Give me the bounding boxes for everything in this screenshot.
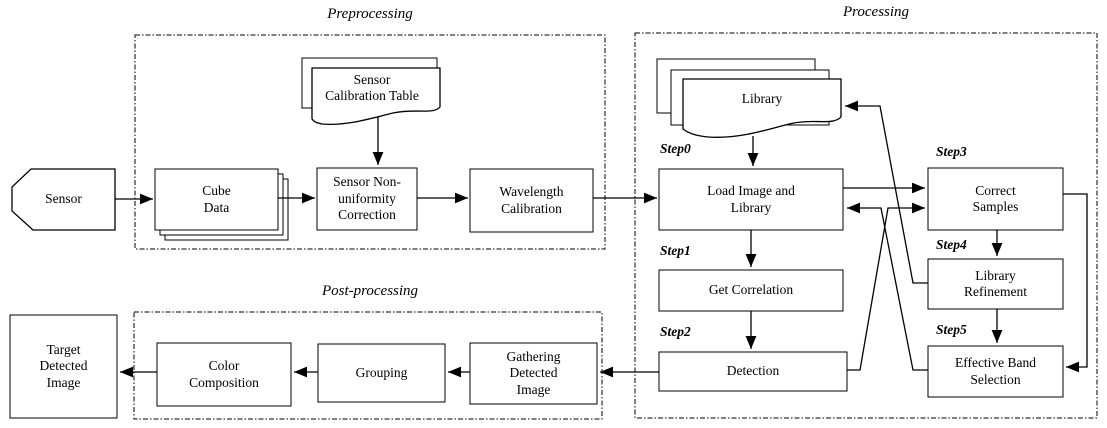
sensor-nonuniformity-correction-shape <box>316 167 418 231</box>
sensor-calibration-table-shape <box>301 57 441 125</box>
correct-samples-shape <box>927 167 1064 231</box>
step3-label: Step3 <box>936 144 967 159</box>
step2-label: Step2 <box>660 324 691 339</box>
color-composition-shape <box>156 342 292 407</box>
library-stack-shape <box>656 58 842 138</box>
edge-library-refinement-to-library <box>845 100 928 284</box>
grouping-shape <box>317 343 446 403</box>
postprocessing-title: Post-processing <box>321 283 419 299</box>
cube-data-stack-shape <box>154 168 289 241</box>
step0-label: Step0 <box>660 141 691 156</box>
preprocessing-title: Preprocessing <box>327 6 413 22</box>
gathering-detected-image-shape <box>469 342 598 405</box>
sensor-shape <box>11 168 116 231</box>
library-refinement-shape <box>927 258 1064 310</box>
effective-band-selection-shape <box>927 345 1064 398</box>
edge-effective-band-to-load-image <box>847 202 928 371</box>
step4-label: Step4 <box>936 237 967 252</box>
processing-title: Processing <box>842 4 910 20</box>
wavelength-calibration-shape <box>469 168 594 233</box>
step1-label: Step1 <box>660 243 691 258</box>
postprocessing-boundary <box>133 311 603 420</box>
edge-detection-to-correct-samples <box>847 202 925 371</box>
detection-shape <box>658 351 848 392</box>
load-image-and-library-shape <box>658 168 844 231</box>
get-correlation-shape <box>658 269 844 312</box>
step5-label: Step5 <box>936 322 967 337</box>
preprocessing-boundary <box>134 34 606 250</box>
processing-boundary <box>634 32 1098 419</box>
target-detected-image-shape <box>9 314 118 419</box>
edge-correct-samples-to-effective-band-loop <box>1063 193 1088 373</box>
